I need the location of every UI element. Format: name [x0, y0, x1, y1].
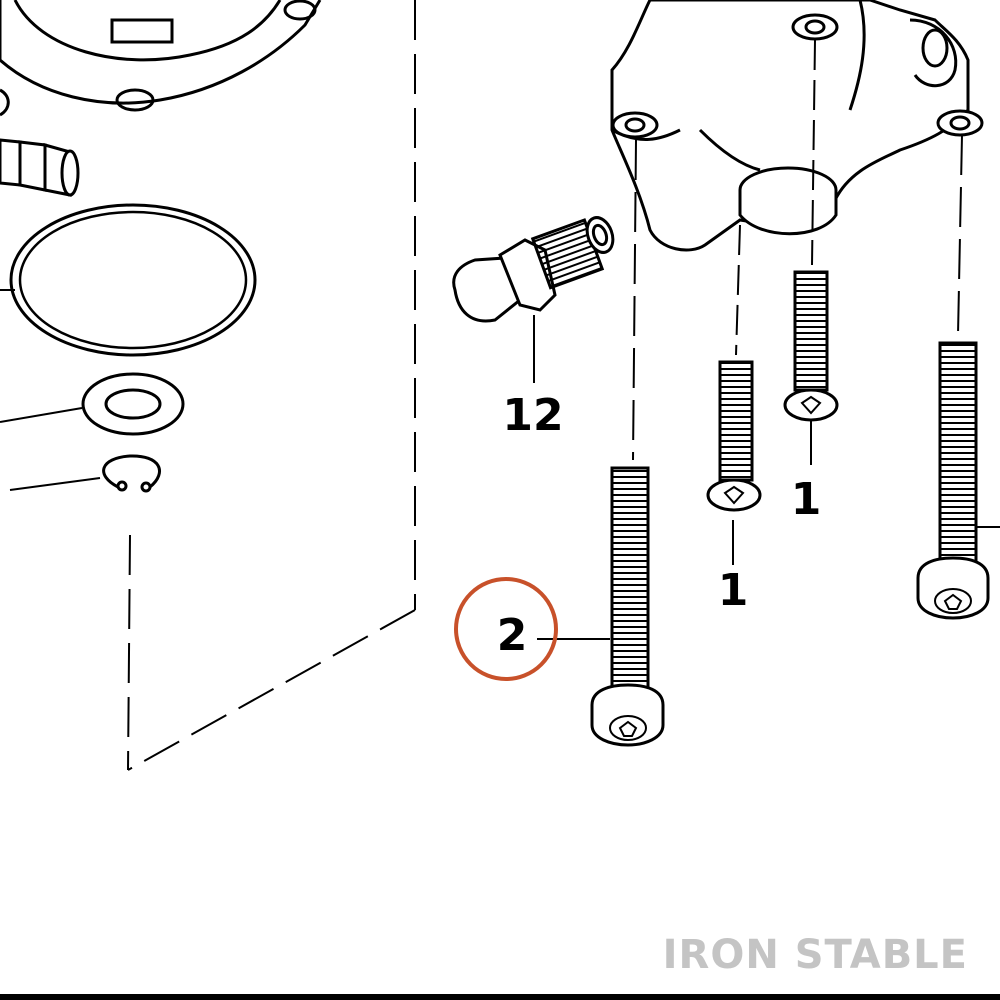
dashed-assembly-boundary — [127, 0, 416, 771]
right-edge-bolt — [916, 134, 1000, 620]
part-1-lower-screw — [706, 224, 762, 565]
washer — [0, 372, 185, 436]
callout-12: 12 — [502, 390, 563, 441]
part-2-long-bolt — [537, 139, 665, 747]
callout-1-upper: 1 — [791, 474, 822, 525]
circlip — [9, 454, 161, 493]
callout-2: 2 — [497, 610, 528, 661]
part-1-upper-screw — [783, 39, 839, 465]
o-ring — [0, 203, 257, 357]
pump-housing — [610, 0, 984, 252]
part-12-fitting — [452, 216, 615, 383]
watermark-text: IRON STABLE — [663, 932, 968, 978]
hose-barb-fitting — [0, 88, 80, 197]
housing-cover — [0, 0, 322, 112]
bottom-border — [0, 994, 1000, 1000]
callout-1-lower: 1 — [718, 565, 749, 616]
highlight-circle — [454, 577, 558, 681]
